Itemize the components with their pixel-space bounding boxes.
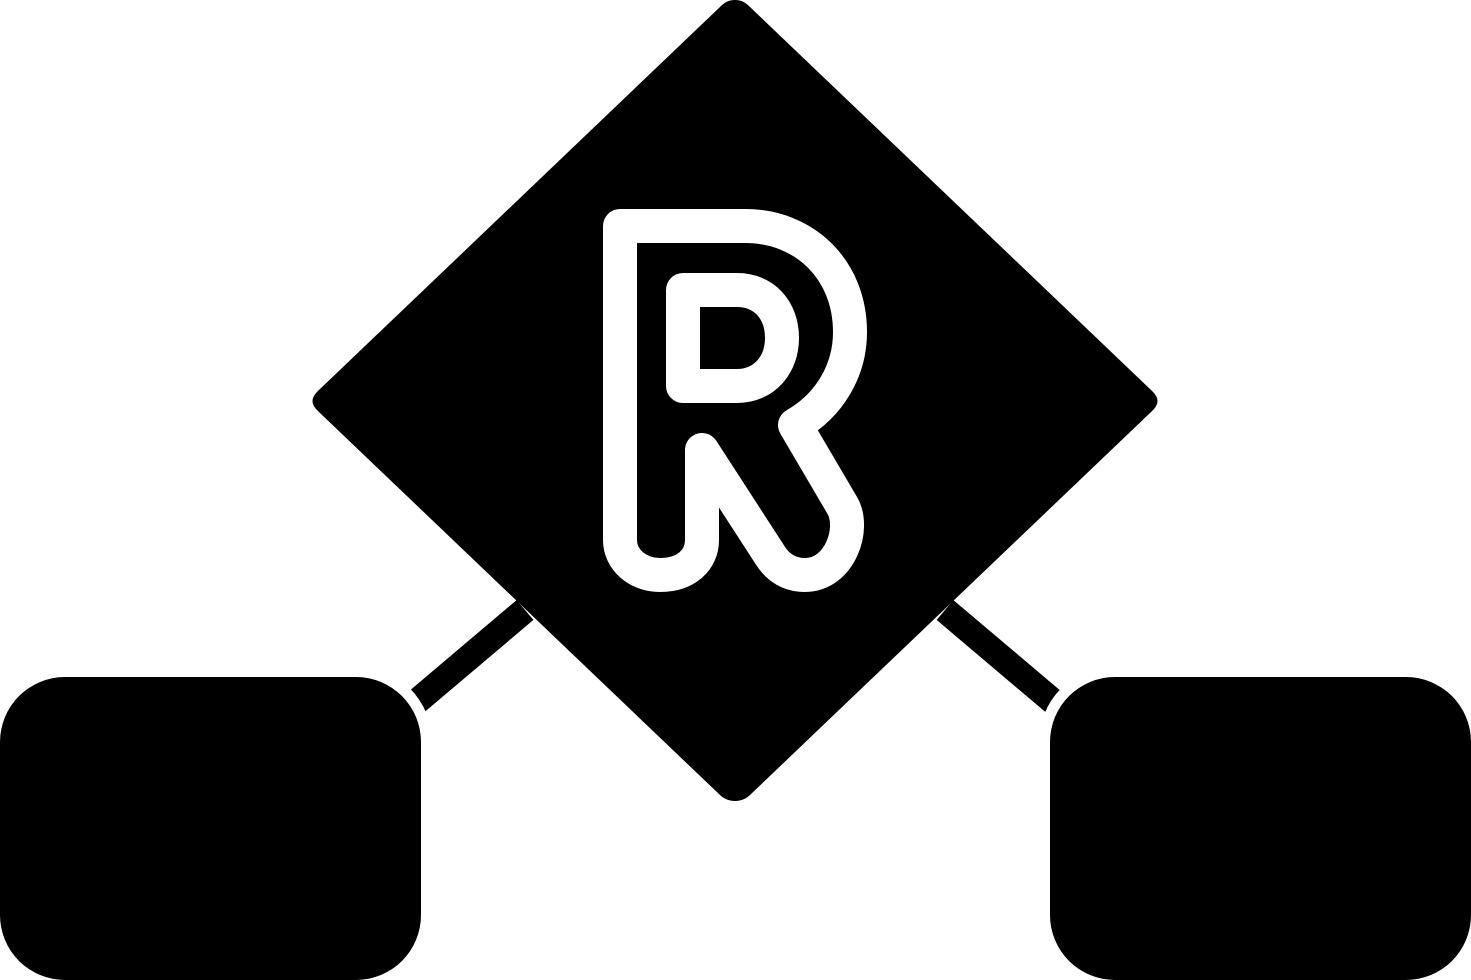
left-process-box xyxy=(0,677,421,980)
letter-r-icon xyxy=(603,209,867,592)
right-process-box xyxy=(1050,677,1471,980)
